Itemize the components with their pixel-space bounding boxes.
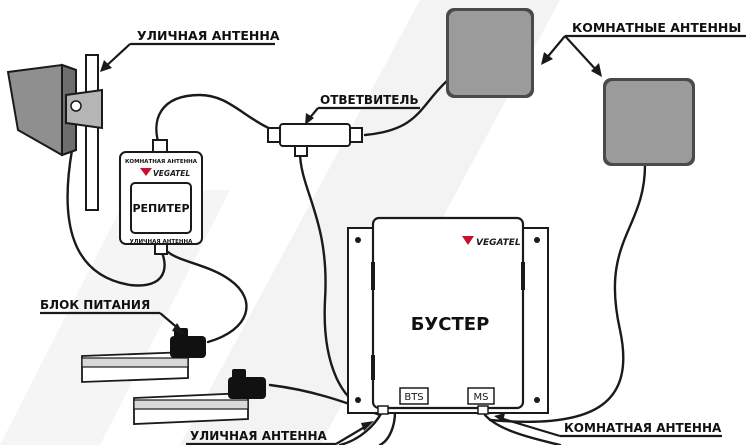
arrow-splitter [305,113,314,125]
booster-port-ms: MS [474,392,489,403]
repeater-brand-label: VEGATEL [153,169,190,178]
booster-brand-label: VEGATEL [476,238,521,248]
repeater-top-port-label: КОМНАТНАЯ АНТЕННА [125,159,198,165]
cables [66,78,647,445]
label-arrows [40,34,746,445]
label-outdoor-antenna-bottom: УЛИЧНАЯ АНТЕННА [190,429,328,443]
indoor-antenna-2 [603,78,695,166]
outdoor-antenna [6,54,103,211]
indoor-antenna-1 [446,8,534,98]
cable-power-to-repeater [166,250,248,344]
cable-booster-ms [483,413,562,445]
label-splitter: ОТВЕТВИТЕЛЬ [320,93,419,107]
arrow-indoor-antenna-bottom [494,413,505,422]
cable-repeater-to-splitter [155,93,282,150]
cable-splitter-to-antenna-1 [363,78,450,137]
label-indoor-antenna-bottom: КОМНАТНАЯ АНТЕННА [564,421,722,435]
arrow-indoor-antenna-1 [541,52,553,65]
label-power-supply: БЛОК ПИТАНИЯ [40,298,150,312]
splitter [267,123,363,157]
booster-port-bts: BTS [404,392,423,403]
arrow-indoor-antenna-2 [591,63,602,77]
label-indoor-antennas: КОМНАТНЫЕ АНТЕННЫ [572,20,741,35]
arrow-outdoor-antenna-bottom [361,421,374,431]
arrow-power-supply [172,323,184,334]
arrow-outdoor-antenna [100,60,112,72]
repeater-brand-logo [140,168,152,176]
cable-booster-bts [338,410,384,445]
repeater: КОМНАТНАЯ АНТЕННА VEGATEL РЕПИТЕР УЛИЧНА… [119,139,203,255]
power-supply-2 [133,369,266,425]
booster-title: БУСТЕР [411,314,490,335]
callout-labels: УЛИЧНАЯ АНТЕННА КОМНАТНЫЕ АНТЕННЫ ОТВЕТВ… [40,20,741,443]
booster: VEGATEL БУСТЕР BTS MS [347,216,549,415]
repeater-bottom-port-label: УЛИЧНАЯ АНТЕННА [130,239,193,245]
label-outdoor-antenna: УЛИЧНАЯ АНТЕННА [137,28,280,43]
cable-antenna-2-to-booster [488,163,647,424]
booster-brand-logo [462,236,474,245]
power-supply-1 [81,328,206,383]
cable-outdoor-to-repeater [66,148,166,287]
repeater-title: РЕПИТЕР [132,202,189,215]
